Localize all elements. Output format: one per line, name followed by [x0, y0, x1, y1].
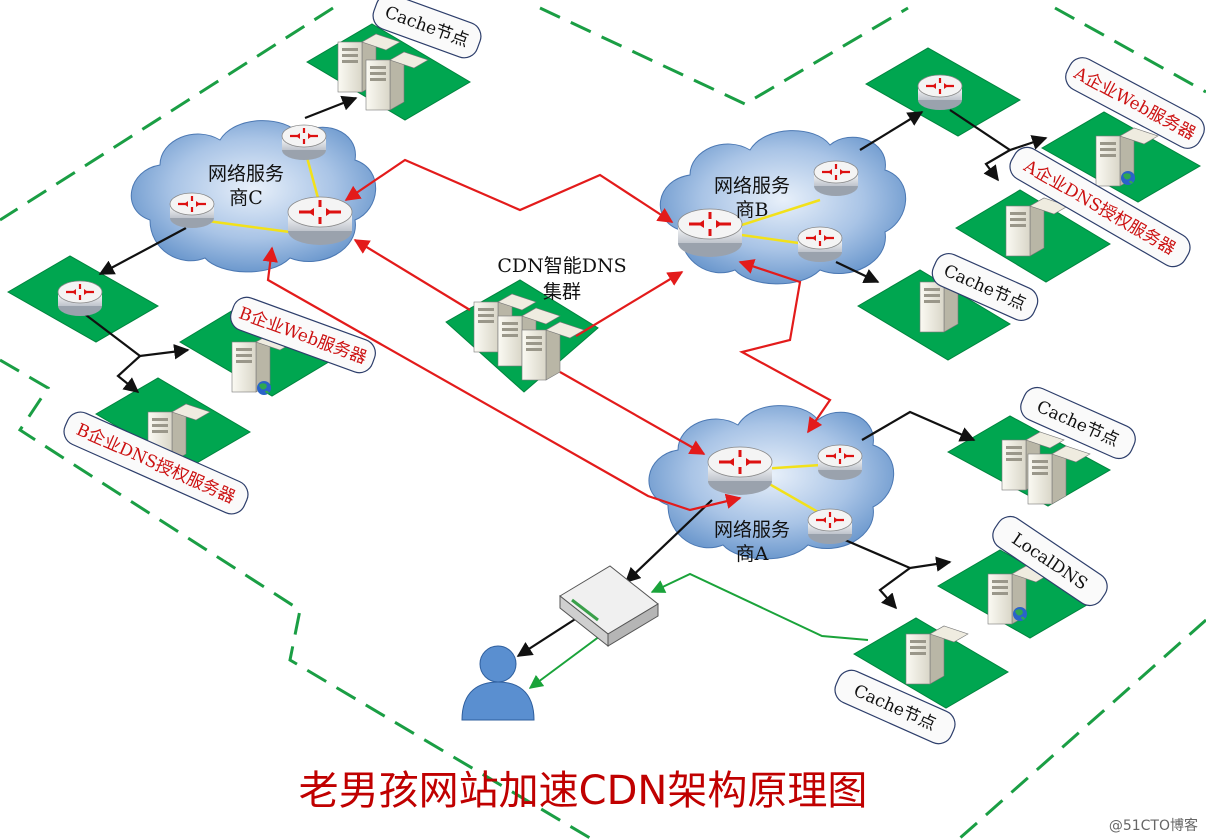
- zone-isp-a: [959, 618, 1206, 840]
- router-icon: [706, 445, 774, 497]
- bubble-dns-a: [1009, 146, 1191, 268]
- router-icon: [916, 73, 964, 112]
- zone-isp-c-lower: [0, 358, 591, 840]
- switch-icon: [559, 565, 659, 648]
- isp-c-line1: 网络服务: [208, 163, 284, 185]
- bubble-cache-c: [372, 0, 482, 59]
- zone-isp-b: [539, 6, 909, 106]
- isp-c-line2: 商C: [229, 187, 263, 209]
- green-paths: [528, 572, 869, 689]
- cloud-isp-b: [659, 130, 907, 285]
- isp-a-line1: 网络服务: [714, 519, 790, 541]
- bubble-web-a: [1065, 57, 1205, 149]
- globe-icon: [1013, 607, 1027, 621]
- isp-names: 网络服务 商C 网络服务 商B 网络服务 商A CDN智能DNS 集群: [208, 163, 790, 565]
- connections: [81, 95, 1048, 657]
- router-icon: [812, 159, 860, 198]
- bubble-cache-b: [931, 252, 1039, 322]
- user-icon: [461, 645, 535, 721]
- globe-icon: [1121, 171, 1135, 185]
- router-icon: [796, 225, 844, 264]
- router-icon: [816, 443, 864, 482]
- router-icon: [56, 279, 104, 318]
- globe-icon: [257, 381, 271, 395]
- zone-boundaries: [0, 6, 1206, 840]
- bubble-localdns: [992, 515, 1108, 607]
- router-icon: [168, 191, 216, 230]
- dns-cluster-line1: CDN智能DNS: [497, 255, 626, 277]
- isp-b-line1: 网络服务: [714, 175, 790, 197]
- bubble-web-b: [230, 296, 376, 374]
- red-paths: [262, 158, 832, 512]
- router-icon: [286, 195, 354, 247]
- zone-isp-b-right: [1054, 6, 1206, 94]
- bubble-dns-b: [63, 411, 249, 515]
- isp-a-line2: 商A: [736, 543, 769, 565]
- watermark: @51CTO博客: [1109, 817, 1198, 834]
- router-icon: [806, 507, 854, 546]
- isp-b-line2: 商B: [736, 199, 769, 221]
- dns-cluster-line2: 集群: [543, 281, 581, 303]
- router-icon: [676, 207, 744, 259]
- server-icon: [521, 321, 585, 381]
- diagram-title: 老男孩网站加速CDN架构原理图: [299, 768, 868, 814]
- router-icon: [280, 123, 328, 162]
- bubble-cache-a1: [1020, 386, 1136, 460]
- bubble-cache-a2: [834, 669, 956, 745]
